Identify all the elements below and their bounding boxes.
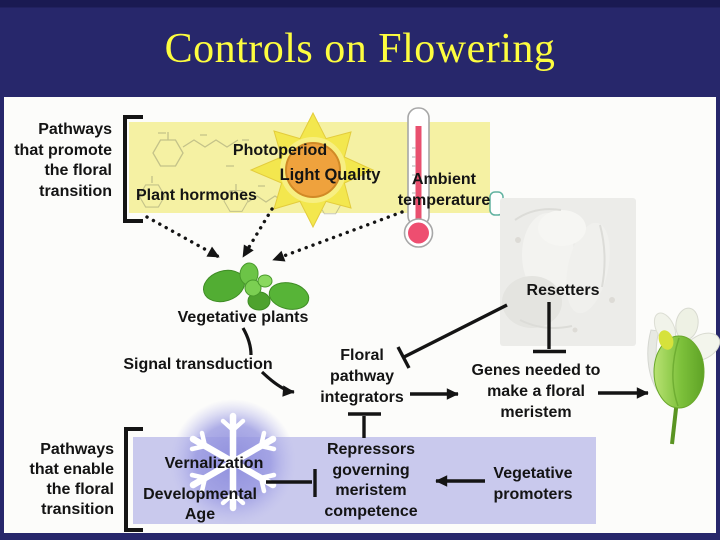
- label-line: promoters: [493, 486, 573, 503]
- arrow-signal-to-integrators: [260, 370, 295, 397]
- label-enable-pathways: Pathways that enable the floral transiti…: [4, 440, 114, 520]
- sun-icon: [249, 111, 375, 229]
- label-vernalization: Vernalization: [164, 455, 264, 472]
- label-light-quality: Light Quality: [279, 166, 381, 184]
- label-floral-meristem-genes: Genes needed to make a floral meristem: [458, 360, 614, 423]
- label-line: the floral: [44, 162, 112, 179]
- slide-header: Controls on Flowering: [0, 0, 720, 97]
- label-line: meristem: [335, 482, 407, 499]
- label-line: Age: [184, 506, 216, 523]
- bracket-enable: [124, 427, 143, 532]
- label-line: temperature: [397, 192, 491, 209]
- label-vegetative-promoters: Vegetative promoters: [456, 463, 610, 505]
- meristem-micrograph: [500, 198, 636, 346]
- label-line: pathway: [329, 368, 394, 385]
- label-line: that enable: [29, 461, 114, 478]
- label-line: Floral: [340, 347, 384, 364]
- label-line: governing: [332, 461, 410, 479]
- label-ambient-temperature: Ambient temperature: [396, 169, 492, 211]
- label-photoperiod: Photoperiod: [232, 142, 328, 159]
- inhibit-resetters-to-genes: [533, 302, 566, 354]
- label-line: Ambient: [412, 171, 476, 188]
- label-line: that promote: [14, 141, 112, 159]
- snowflake-icon: [170, 399, 296, 525]
- label-developmental-age: Developmental Age: [123, 485, 277, 525]
- flower-bud-icon: [647, 307, 720, 445]
- label-resetters: Resetters: [526, 282, 600, 299]
- label-signal-transduction: Signal transduction: [123, 356, 273, 373]
- inhibit-vernalization-to-repressors: [266, 469, 317, 497]
- label-line: Pathways: [38, 121, 112, 138]
- dotted-arrow-sun-to-plant: [241, 207, 274, 259]
- dotted-arrow-temperature-to-plant: [271, 210, 404, 262]
- label-line: the floral: [46, 481, 114, 498]
- seedling-icon: [202, 262, 310, 311]
- inhibit-resetters-to-integrators: [396, 303, 508, 369]
- label-line: integrators: [320, 389, 404, 406]
- inhibit-repressors-to-integrators: [348, 412, 381, 438]
- label-repressors: Repressors governing meristem competence: [294, 440, 448, 522]
- label-vegetative-plants: Vegetative plants: [177, 309, 309, 326]
- label-plant-hormones: Plant hormones: [136, 187, 257, 204]
- slide-title: Controls on Flowering: [164, 25, 556, 72]
- label-floral-pathway-integrators: Floral pathway integrators: [310, 345, 414, 408]
- label-line: competence: [324, 502, 418, 520]
- label-line: transition: [39, 182, 112, 200]
- line-plant-to-signal: [241, 327, 253, 356]
- label-promote-pathways: Pathways that promote the floral transit…: [4, 120, 112, 202]
- label-line: make a floral: [487, 383, 585, 400]
- label-line: Vegetative: [493, 465, 573, 482]
- dotted-arrow-hormones-to-plant: [145, 215, 221, 259]
- thermometer-icon: [403, 107, 434, 248]
- label-line: Pathways: [40, 441, 114, 458]
- label-line: transition: [41, 501, 114, 518]
- label-line: Repressors: [326, 441, 416, 458]
- label-line: meristem: [500, 404, 572, 421]
- label-line: Developmental: [143, 486, 257, 503]
- label-line: Genes needed to: [471, 362, 601, 379]
- bracket-promote: [123, 115, 143, 223]
